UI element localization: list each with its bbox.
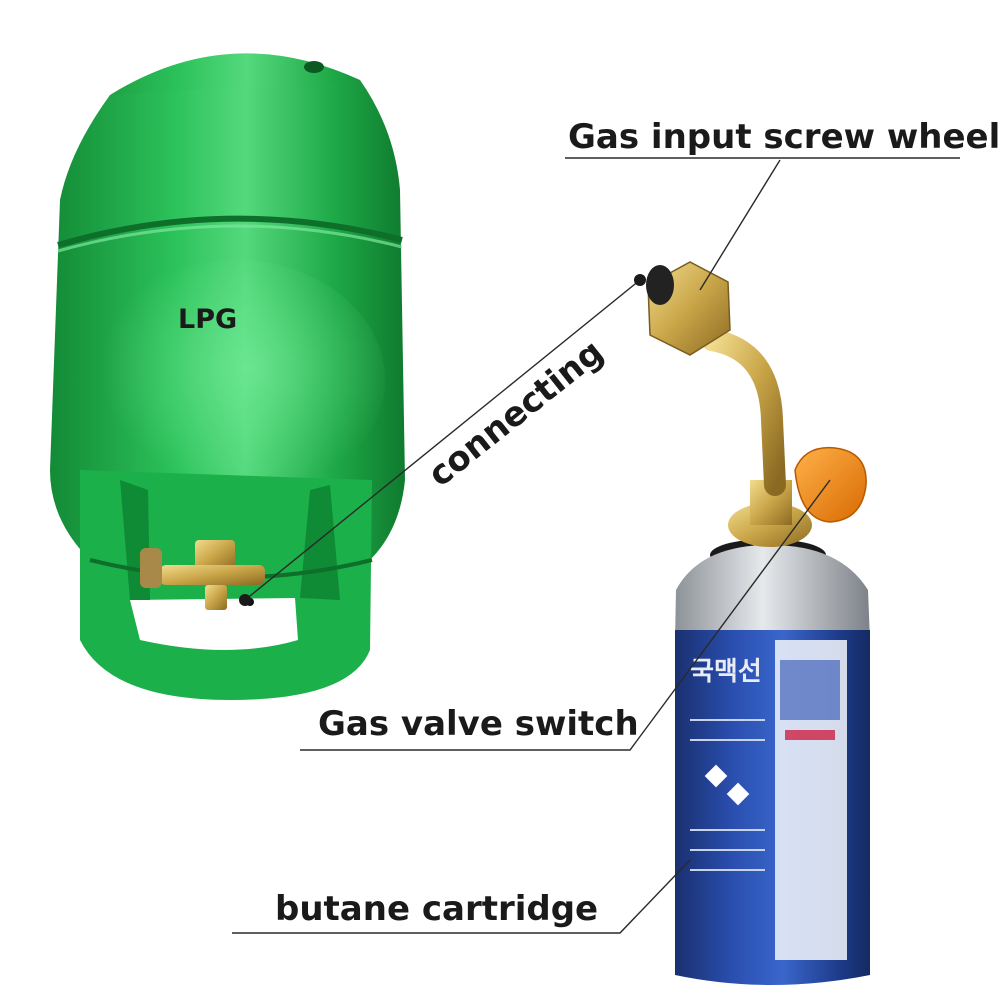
- gas-adapter: [646, 261, 867, 547]
- leader-dot-top: [634, 274, 646, 286]
- butane-cartridge-label: butane cartridge: [275, 889, 598, 929]
- connecting-label: connecting: [421, 332, 611, 495]
- lpg-label: LPG: [178, 304, 237, 335]
- butane-cartridge: 국맥선: [675, 539, 870, 985]
- leader-connecting: [244, 279, 641, 601]
- gas-valve-switch-label: Gas valve switch: [318, 704, 639, 744]
- leader-screw-wheel: [699, 159, 781, 291]
- leader-dot-bottom: [239, 594, 251, 606]
- leader-butane-cartridge: [232, 859, 691, 934]
- leader-valve-switch: [300, 479, 831, 751]
- gas-input-screw-wheel-label: Gas input screw wheel: [568, 117, 1000, 157]
- can-korean-print: 국맥선: [690, 657, 762, 687]
- lpg-cylinder: [50, 53, 405, 700]
